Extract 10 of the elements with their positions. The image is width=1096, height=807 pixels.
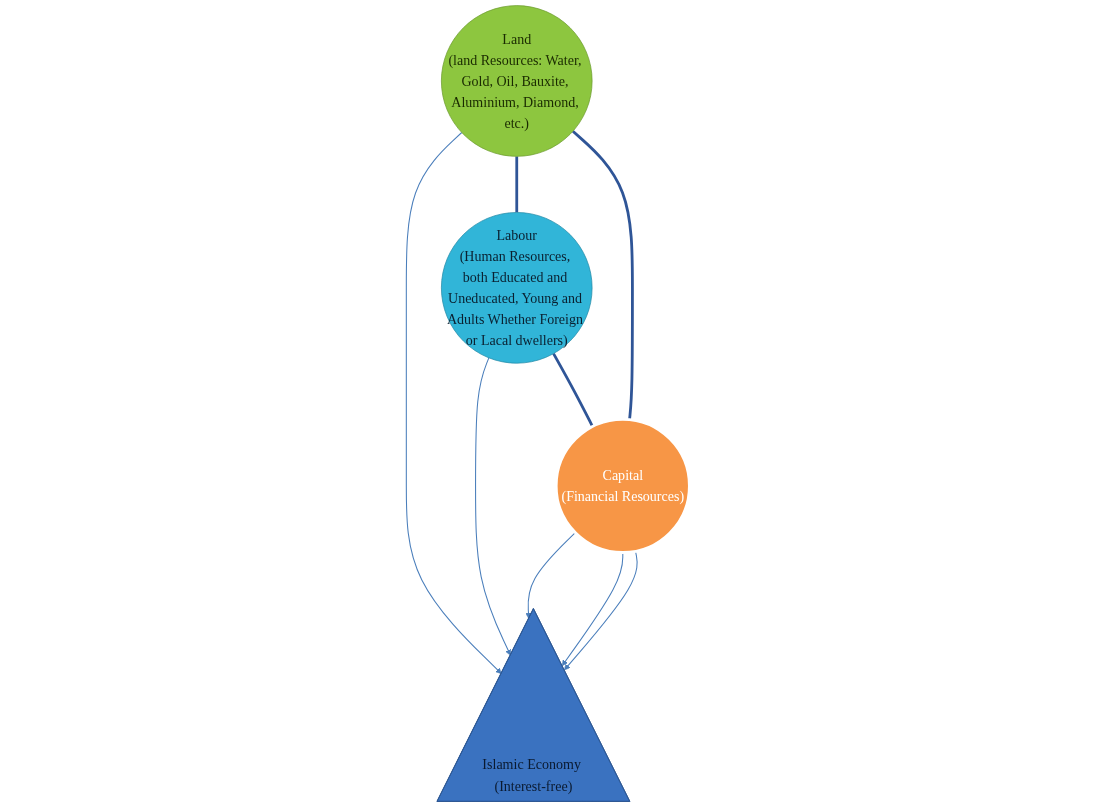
arrow — [475, 357, 512, 656]
node-circle: Labour (Human Resources, both Educated and Uneducated, Young and Adults Whether Foreign or Lacal dwellers) — [441, 212, 593, 364]
arrow — [525, 532, 576, 619]
connector — [552, 352, 594, 428]
connector — [572, 130, 634, 420]
arrow — [405, 132, 502, 674]
connector — [515, 156, 519, 213]
node-circle: Land (land Resources: Water, Gold, Oil, Bauxite, Aluminium, Diamond, etc.) — [441, 5, 593, 157]
node-circle: Capital (Financial Resources) — [554, 417, 691, 554]
arrow — [564, 550, 638, 671]
